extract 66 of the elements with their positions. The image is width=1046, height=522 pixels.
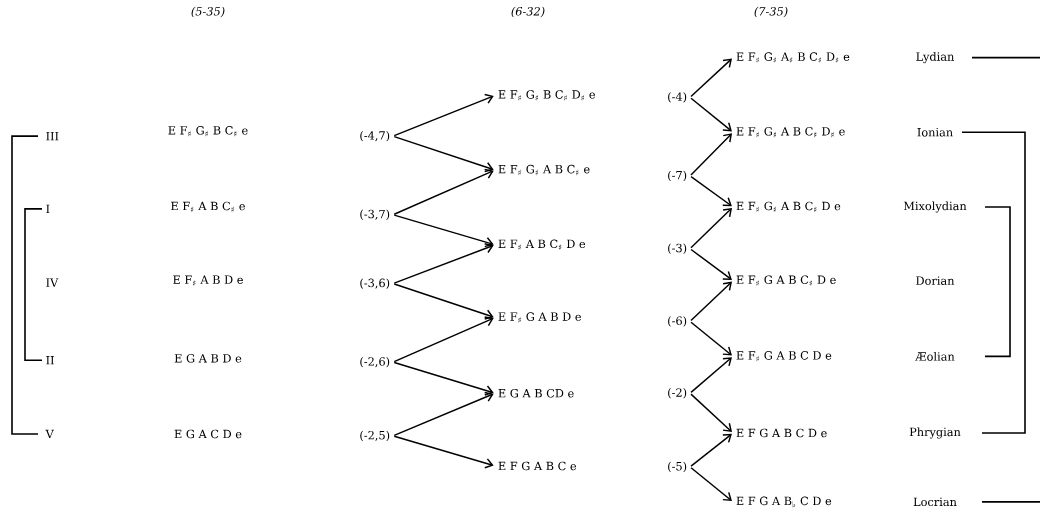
arrow [690,467,732,501]
roman-numeral: IV [46,278,59,287]
interval-label: (-3,6) [360,278,390,289]
roman-numeral: I [46,204,50,214]
arrow [393,435,494,469]
roman-numeral: V [45,429,54,439]
pitch-set: E G A C D e [174,429,242,439]
arrow [393,135,494,173]
pitch-set: E G A B CD e [498,388,574,398]
arrow [393,93,494,137]
mode-name: Lydian [916,52,955,64]
arrow [690,357,732,394]
interval-label: (-2,5) [360,430,390,442]
arrow [393,168,494,215]
pitch-set: E F$_{♯}$ G$_{♯}$ A B C$_{♯}$ D$_{♯}$ e [736,127,845,138]
pitch-set: E F$_{♯}$ G$_{♯}$ B C$_{♯}$ e [168,126,248,137]
pitch-set: E F$_{♯}$ G A B C D e [736,351,832,362]
arrow [393,214,494,248]
arrow [393,391,494,437]
pitch-set: E F$_{♯}$ G$_{♯}$ A B C$_{♯}$ D e [736,201,841,213]
arrow [393,283,494,320]
pitch-set: E F$_{♯}$ G$_{♯}$ A B C$_{♯}$ e [498,164,590,176]
pitch-set: E F G A B$_{♭}$ C D e [736,496,832,508]
arrow [393,316,494,363]
pitch-set: E F$_{♯}$ G A B D e [498,312,581,323]
interval-label: (-6) [668,316,687,327]
pitch-set: E F$_{♯}$ G A B C$_{♯}$ D e [736,275,836,286]
interval-label: (-3,7) [360,209,390,220]
mode-name: Mixolydian [903,201,967,213]
arrow [690,433,732,467]
pitch-set: E F$_{♯}$ A B C$_{♯}$ e [171,201,245,213]
arrow [690,176,732,207]
column-heading: (6-32) [511,6,545,18]
roman-numeral: II [46,356,54,365]
pitch-set: E F$_{♯}$ G$_{♯}$ A$_{♯}$ B C$_{♯}$ D$_{♯}$ e [736,52,850,63]
arrow [393,361,494,396]
arrow [690,248,732,280]
interval-label: (-4) [668,92,687,103]
column-heading: (7-35) [754,6,788,18]
pitch-set: E F$_{♯}$ A B D e [173,275,243,286]
arrow [690,393,733,433]
arrow [690,281,733,322]
roman-numeral: III [46,132,59,141]
pitch-set: E F G A B C e [498,461,577,471]
interval-label: (-3) [668,243,687,254]
arrow [690,207,733,249]
mode-name: Phrygian [909,427,961,439]
arrow [690,97,732,132]
mode-name: Ionian [917,128,953,137]
pitch-set: E F$_{♯}$ A B C$_{♯}$ D e [498,239,586,251]
mode-name: Dorian [916,276,955,285]
interval-label: (-4,7) [360,130,390,142]
arrow [393,243,494,284]
interval-label: (-2,6) [360,357,390,368]
column-heading: (5-35) [191,6,225,18]
arrow [690,58,733,98]
arrow [690,321,732,356]
interval-label: (-7) [668,170,687,182]
interval-label: (-5) [668,461,687,473]
mode-name: Æolian [915,351,955,361]
interval-label: (-2) [668,388,687,399]
mode-name: Locrian [913,497,957,507]
pitch-set: E G A B D e [174,354,242,363]
pitch-set: E F$_{♯}$ G$_{♯}$ B C$_{♯}$ D$_{♯}$ e [498,90,595,101]
arrow [690,133,733,176]
pitch-set: E F G A B C D e [736,428,827,438]
